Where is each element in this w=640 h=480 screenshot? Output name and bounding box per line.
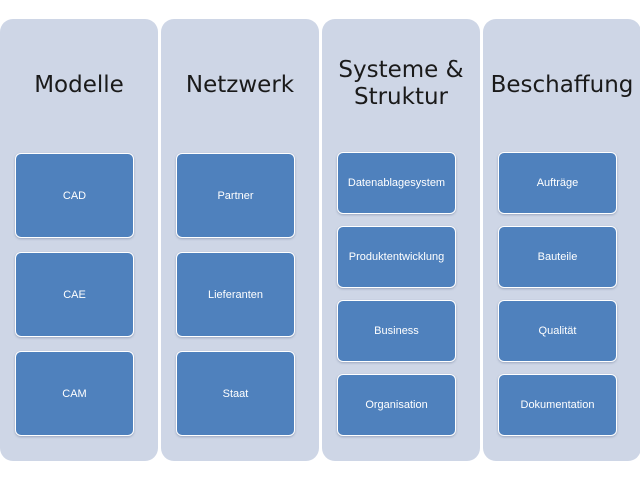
column-title-beschaffung: Beschaffung	[490, 72, 634, 98]
box-dokumentation: Dokumentation	[498, 374, 617, 436]
column-title-line-2: Struktur	[353, 84, 449, 110]
column-beschaffung: Beschaffung Aufträge Bauteile Qualität D…	[483, 19, 640, 461]
box-lieferanten: Lieferanten	[176, 252, 295, 337]
column-modelle: Modelle CAD CAE CAM	[0, 19, 158, 461]
box-produktentwicklung: Produktentwicklung	[337, 226, 456, 288]
box-partner: Partner	[176, 153, 295, 238]
column-netzwerk: Netzwerk Partner Lieferanten Staat	[161, 19, 319, 461]
column-title-line-1: Systeme &	[338, 57, 464, 83]
column-title-modelle: Modelle	[34, 72, 124, 98]
box-cam: CAM	[15, 351, 134, 436]
box-bauteile: Bauteile	[498, 226, 617, 288]
box-organisation: Organisation	[337, 374, 456, 436]
column-systeme-struktur: Systeme & Struktur Datenablagesystem Pro…	[322, 19, 480, 461]
box-cae: CAE	[15, 252, 134, 337]
box-cad: CAD	[15, 153, 134, 238]
box-qualitaet: Qualität	[498, 300, 617, 362]
box-auftraege: Aufträge	[498, 152, 617, 214]
column-title-netzwerk: Netzwerk	[185, 72, 295, 98]
box-datenablagesystem: Datenablagesystem	[337, 152, 456, 214]
box-business: Business	[337, 300, 456, 362]
box-staat: Staat	[176, 351, 295, 436]
column-title-systeme-struktur: Systeme & Struktur	[322, 57, 480, 111]
